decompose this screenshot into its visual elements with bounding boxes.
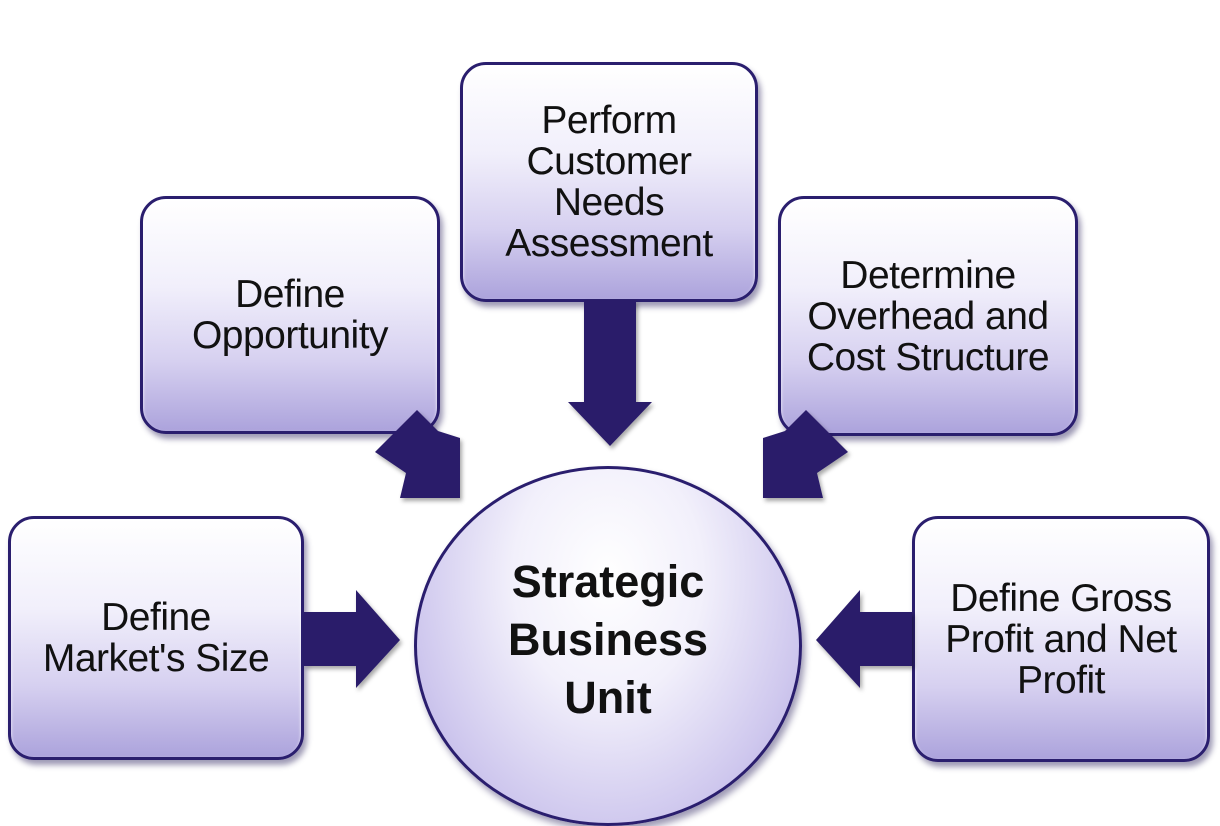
arrows-layer [304, 300, 912, 688]
overhead-cost-box: Determine Overhead and Cost Structure [778, 196, 1078, 436]
center-label: Strategic Business Unit [507, 556, 709, 723]
diagram: Define Opportunity Perform Customer Need… [8, 62, 1210, 826]
arrow-down-left-icon [763, 410, 848, 498]
arrow-right-icon [304, 590, 400, 688]
customer-needs-label: Perform Customer Needs Assessment [505, 99, 713, 265]
overhead-cost-label: Determine Overhead and Cost Structure [806, 253, 1050, 379]
arrow-down-right-icon [375, 410, 460, 498]
arrow-down-icon [568, 300, 652, 446]
customer-needs-box: Perform Customer Needs Assessment [460, 62, 758, 302]
gross-net-profit-label: Define Gross Profit and Net Profit [945, 576, 1177, 702]
define-opportunity-label: Define Opportunity [191, 273, 389, 357]
arrow-left-icon [816, 590, 912, 688]
market-size-box: Define Market's Size [8, 516, 304, 760]
strategic-business-unit-circle: Strategic Business Unit [414, 466, 802, 826]
gross-net-profit-box: Define Gross Profit and Net Profit [912, 516, 1210, 762]
define-opportunity-box: Define Opportunity [140, 196, 440, 434]
market-size-label: Define Market's Size [42, 596, 270, 680]
